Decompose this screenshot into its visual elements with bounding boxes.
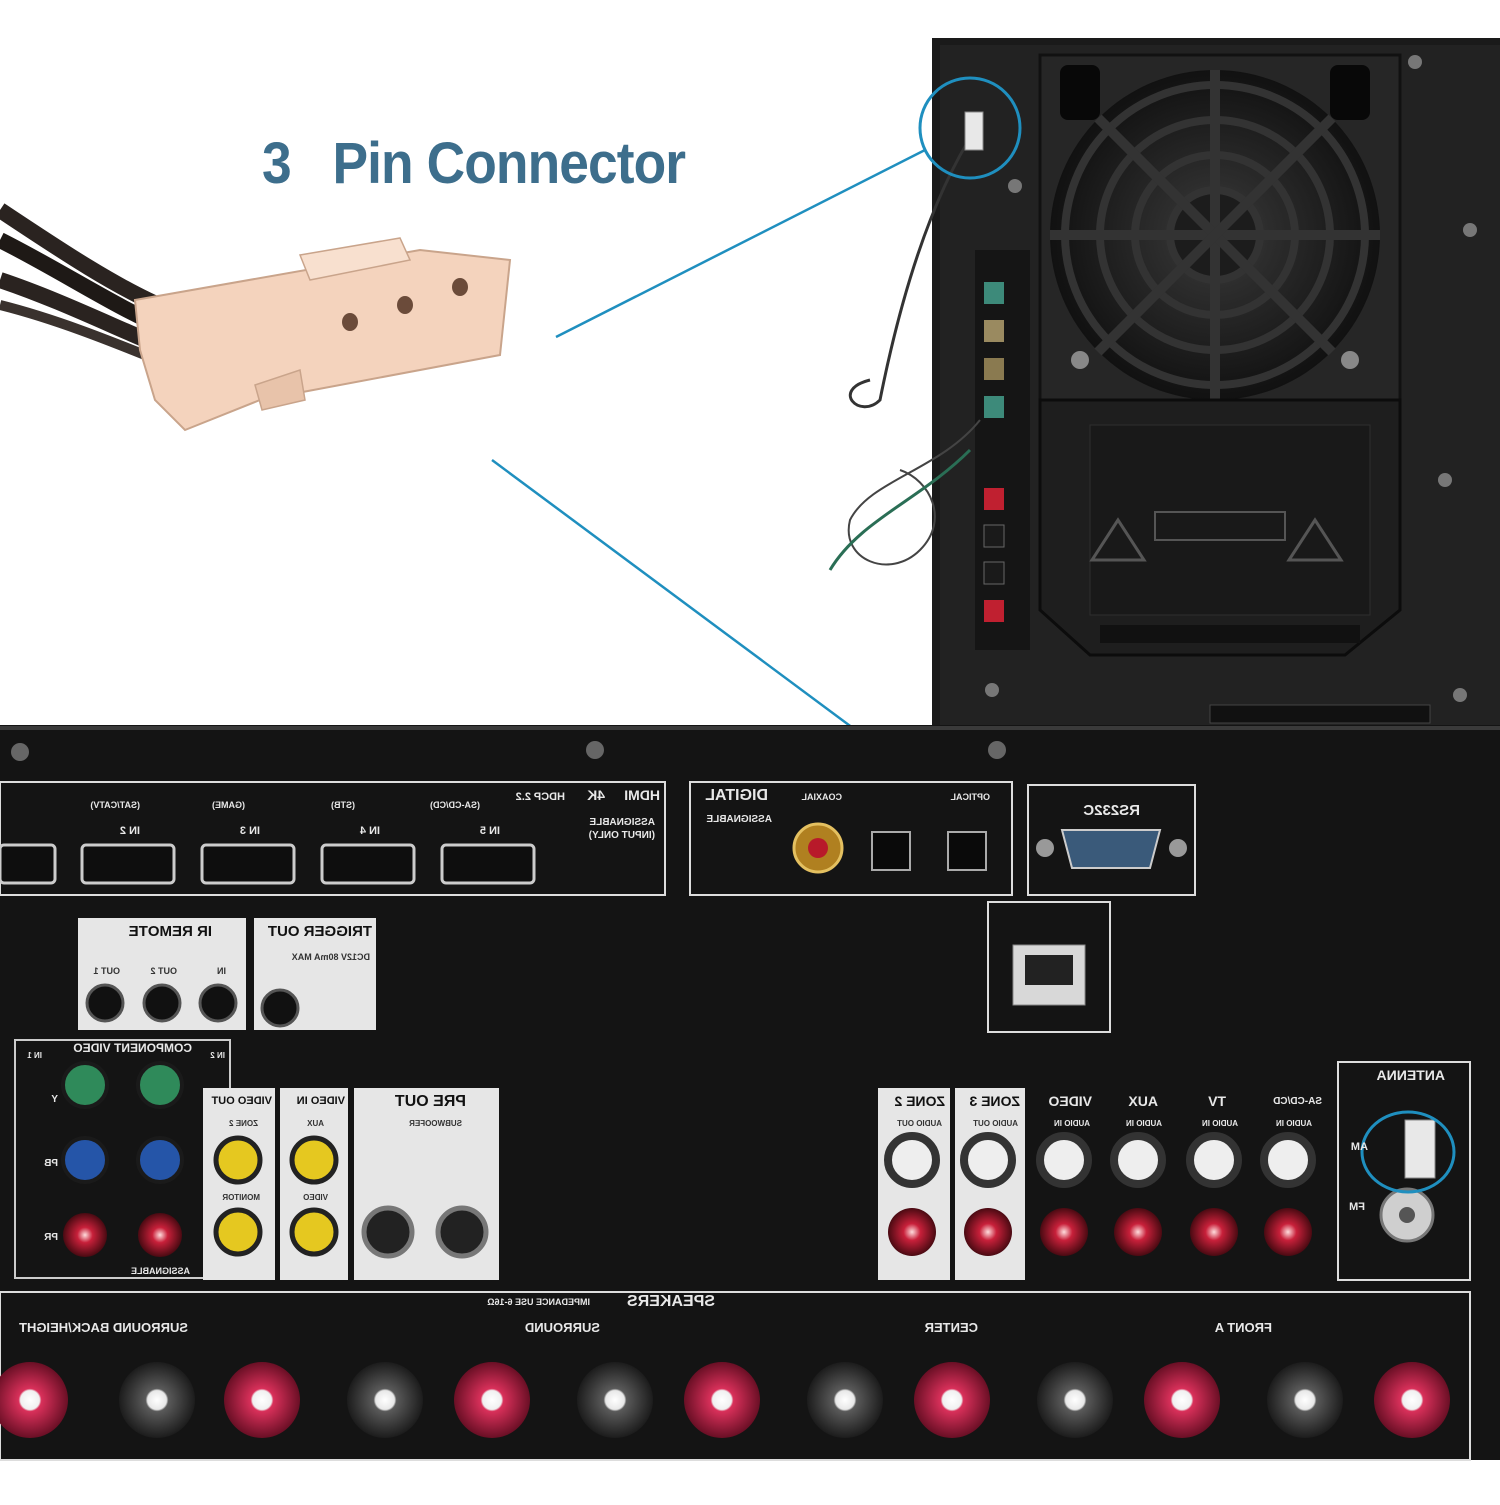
ir-remote-header: IR REMOTE	[129, 923, 212, 940]
antenna-am: AM	[1351, 1141, 1368, 1153]
audio-aux: AUX	[1128, 1093, 1158, 1109]
speakers-group-1: SURROUND BACK/HEIGHT	[19, 1320, 188, 1335]
receiver-back-panel	[0, 725, 1500, 1461]
component-pb: PB	[44, 1158, 58, 1169]
component-header: COMPONENT VIDEO	[73, 1041, 192, 1055]
hdmi-src4: (STB)	[331, 800, 355, 810]
speaker-binding-posts	[0, 1362, 1450, 1438]
audio-aux-sub: AUDIO IN	[1126, 1119, 1162, 1128]
video-out-header: VIDEO OUT	[211, 1095, 272, 1107]
speakers-group-4: FRONT A	[1214, 1320, 1272, 1335]
audio-tv: TV	[1207, 1093, 1226, 1109]
hdmi-in2: IN 2	[120, 825, 140, 837]
hdmi-in3: IN 3	[240, 825, 260, 837]
rs232c-label: RS232C	[1083, 802, 1140, 819]
audio-video-sub: AUDIO IN	[1054, 1119, 1090, 1128]
component-pr: PR	[43, 1232, 58, 1243]
hdmi-src5: (SA-CD/CD)	[430, 800, 480, 810]
digital-sub: ASSIGNABLE	[706, 814, 772, 825]
trigger-header: TRIGGER OUT	[268, 923, 372, 940]
speakers-impedance: IMPEDANCE USE 6-16Ω	[487, 1297, 590, 1307]
audio-sacd-sub: AUDIO IN	[1276, 1119, 1312, 1128]
hdmi-src2: (SAT/CATV)	[90, 800, 140, 810]
audio-jack-columns	[878, 1088, 1316, 1280]
hdmi-in5: IN 5	[480, 825, 500, 837]
video-out-sub2: MONITOR	[222, 1193, 260, 1202]
pre-out-sub: SUBWOOFER	[409, 1119, 462, 1128]
subwoofer-cabinet	[828, 38, 1500, 728]
video-out-sub1: ZONE 2	[229, 1119, 258, 1128]
panel-labels: HDMI 4K HDCP 2.2 ASSIGNABLE (INPUT ONLY)…	[19, 787, 1445, 1335]
antenna-fm: FM	[1349, 1201, 1365, 1213]
ir-out1: OUT 1	[93, 966, 120, 976]
speakers-group-3: CENTER	[924, 1320, 978, 1335]
component-in2: IN 2	[210, 1051, 225, 1060]
three-pin-connector	[133, 237, 512, 432]
audio-zone3-sub: AUDIO OUT	[973, 1119, 1018, 1128]
audio-zone3: ZONE 3	[969, 1093, 1020, 1109]
video-in-sub2: VIDEO	[303, 1193, 328, 1202]
pre-out-header: PRE OUT	[395, 1093, 466, 1110]
audio-tv-sub: AUDIO IN	[1202, 1119, 1238, 1128]
hdmi-spec: HDCP 2.2	[516, 791, 565, 803]
component-sub: ASSIGNABLE	[131, 1266, 190, 1276]
audio-sacd: SA-CD/CD	[1273, 1096, 1322, 1107]
hdmi-note-1: ASSIGNABLE	[589, 817, 655, 828]
video-in-sub1: AUX	[306, 1119, 324, 1128]
audio-zone2: ZONE 2	[894, 1093, 945, 1109]
hdmi-ports	[0, 843, 536, 885]
trigger-spec: DC12V 80mA MAX	[292, 952, 370, 962]
digital-optical: OPTICAL	[950, 792, 990, 802]
hdmi-in4: IN 4	[359, 825, 380, 837]
hdmi-header: HDMI	[624, 787, 660, 803]
digital-coax: COAXIAL	[801, 792, 842, 802]
speakers-group-2: SURROUND	[525, 1320, 600, 1335]
speakers-header: SPEAKERS	[627, 1293, 715, 1310]
hdmi-badge: 4K	[587, 787, 605, 803]
hdmi-src3: (GAME)	[212, 800, 245, 810]
component-y: Y	[51, 1094, 58, 1105]
video-in-header: VIDEO IN	[297, 1095, 345, 1107]
ir-out2: OUT 2	[150, 966, 177, 976]
antenna-header: ANTENNA	[1377, 1067, 1445, 1083]
ir-in: IN	[217, 966, 226, 976]
digital-header: DIGITAL	[705, 787, 768, 804]
headline-title: 3 Pin Connector	[262, 131, 686, 196]
audio-video: VIDEO	[1048, 1093, 1092, 1109]
audio-zone2-sub: AUDIO OUT	[897, 1119, 942, 1128]
component-in1: IN 1	[27, 1051, 42, 1060]
hdmi-note-2: (INPUT ONLY)	[589, 830, 655, 841]
